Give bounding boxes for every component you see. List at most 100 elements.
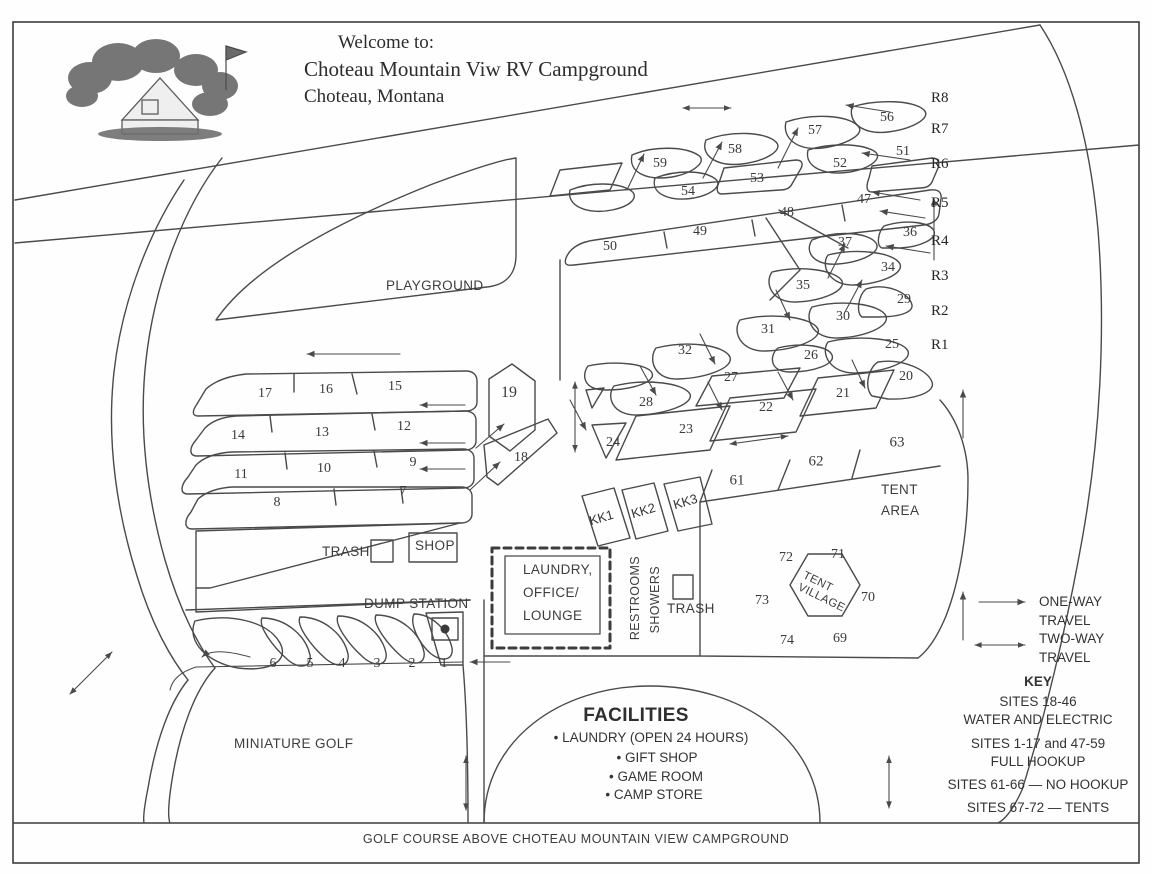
site-73: 73	[755, 593, 769, 608]
site-27: 27	[724, 370, 738, 385]
facility-item-camp-store: • CAMP STORE	[605, 787, 703, 802]
mid-sites	[584, 221, 935, 461]
site-2: 2	[408, 656, 416, 671]
site-21: 21	[836, 386, 850, 401]
facilities-title: FACILITIES	[583, 705, 689, 726]
legend-line-4: FULL HOOKUP	[990, 754, 1086, 769]
site-61: 61	[729, 472, 745, 489]
area-miniature-golf: MINIATURE GOLF	[234, 736, 354, 751]
central-left-roads	[142, 599, 485, 824]
legend-two-way-line2: TRAVEL	[1039, 650, 1091, 665]
area-dump-station: DUMP STATION	[364, 596, 469, 611]
site-7: 7	[399, 484, 407, 499]
area-tent-area-line1: TENT	[881, 482, 918, 497]
campground-location: Choteau, Montana	[304, 86, 445, 107]
playground-outline	[215, 157, 517, 321]
site-10: 10	[317, 461, 331, 476]
site-51: 51	[896, 144, 910, 159]
site-35: 35	[796, 278, 810, 293]
site-72: 72	[779, 550, 793, 565]
site-29: 29	[897, 292, 911, 307]
site-28: 28	[639, 395, 653, 410]
site-52: 52	[833, 156, 847, 171]
area-trash-center: TRASH	[667, 601, 715, 616]
service-boxes	[370, 532, 694, 600]
central-access-road	[559, 209, 849, 381]
site-12: 12	[397, 419, 411, 434]
upper-sites-47-59	[549, 100, 942, 266]
row-label-r1: R1	[931, 337, 949, 353]
site-47: 47	[857, 192, 871, 207]
lower-right-sites	[699, 399, 969, 659]
area-restrooms: RESTROOMS	[628, 556, 642, 641]
right-roads	[997, 24, 1103, 824]
welcome-text: Welcome to:	[338, 32, 435, 53]
site-8: 8	[273, 495, 281, 510]
cabin-boxes	[581, 476, 713, 547]
site-32: 32	[678, 343, 692, 358]
row-label-r7: R7	[931, 121, 949, 137]
site-63: 63	[889, 434, 905, 451]
legend-line-6: SITES 67-72 — TENTS	[966, 800, 1110, 815]
two-way-arrow-lower-left	[69, 651, 113, 695]
site-22: 22	[759, 400, 773, 415]
area-laundry-line2: OFFICE/	[523, 585, 580, 600]
site-9: 9	[409, 455, 417, 470]
site-34: 34	[881, 260, 895, 275]
loop-arrows-bottom-left	[169, 649, 511, 691]
site-20: 20	[899, 369, 913, 384]
row-label-r8: R8	[931, 90, 949, 106]
site-11: 11	[234, 467, 248, 482]
facilities-dome	[483, 685, 821, 824]
legend-two-way-line1: TWO-WAY	[1039, 631, 1105, 646]
area-laundry-line3: LOUNGE	[523, 608, 583, 623]
right-arrows	[463, 389, 1026, 811]
area-tent-area-line2: AREA	[881, 503, 920, 518]
area-playground: PLAYGROUND	[386, 278, 484, 293]
site-59: 59	[653, 156, 667, 171]
site-56: 56	[880, 110, 894, 125]
site-30: 30	[836, 309, 850, 324]
campground-lodge-illustration	[66, 39, 248, 141]
site-4: 4	[338, 656, 346, 671]
area-trash-left: TRASH	[322, 544, 370, 559]
legend-line-3: SITES 1-17 and 47-59	[970, 736, 1106, 751]
site-58: 58	[728, 142, 742, 157]
row-label-r6: R6	[931, 156, 949, 172]
facility-item-laundry: • LAUNDRY (OPEN 24 HOURS)	[553, 730, 749, 745]
site-3: 3	[373, 656, 381, 671]
legend-key-title: KEY	[1024, 674, 1052, 689]
tent-village-hex	[789, 553, 861, 617]
legend-line-1: SITES 18-46	[999, 694, 1077, 709]
site-70: 70	[861, 590, 875, 605]
golf-course-note: GOLF COURSE ABOVE CHOTEAU MOUNTAIN VIEW …	[362, 832, 790, 846]
laundry-building	[490, 546, 612, 650]
left-perimeter-road	[110, 157, 223, 681]
legend-one-way-line2: TRAVEL	[1039, 613, 1091, 628]
site-36: 36	[903, 225, 917, 240]
site-5: 5	[306, 656, 314, 671]
site-1: 1	[440, 656, 448, 671]
site-19: 19	[501, 384, 517, 401]
site-16: 16	[319, 382, 333, 397]
site-57: 57	[808, 123, 822, 138]
row-label-r4: R4	[931, 233, 949, 249]
site-15: 15	[388, 379, 402, 394]
area-showers: SHOWERS	[648, 566, 662, 634]
left-site-rows	[181, 370, 478, 613]
sites-18-19	[483, 363, 558, 486]
row-direction-arrows	[306, 350, 466, 473]
site-26: 26	[804, 348, 818, 363]
legend-line-2: WATER AND ELECTRIC	[963, 712, 1113, 727]
site-71: 71	[831, 547, 845, 562]
mid-arrows	[569, 243, 866, 453]
area-shop: SHOP	[415, 538, 455, 553]
row-label-r3: R3	[931, 268, 949, 284]
row-label-r5: R5	[931, 195, 949, 211]
site-23: 23	[679, 422, 693, 437]
site-14: 14	[231, 428, 245, 443]
site-74: 74	[780, 633, 794, 648]
site-69: 69	[833, 631, 847, 646]
